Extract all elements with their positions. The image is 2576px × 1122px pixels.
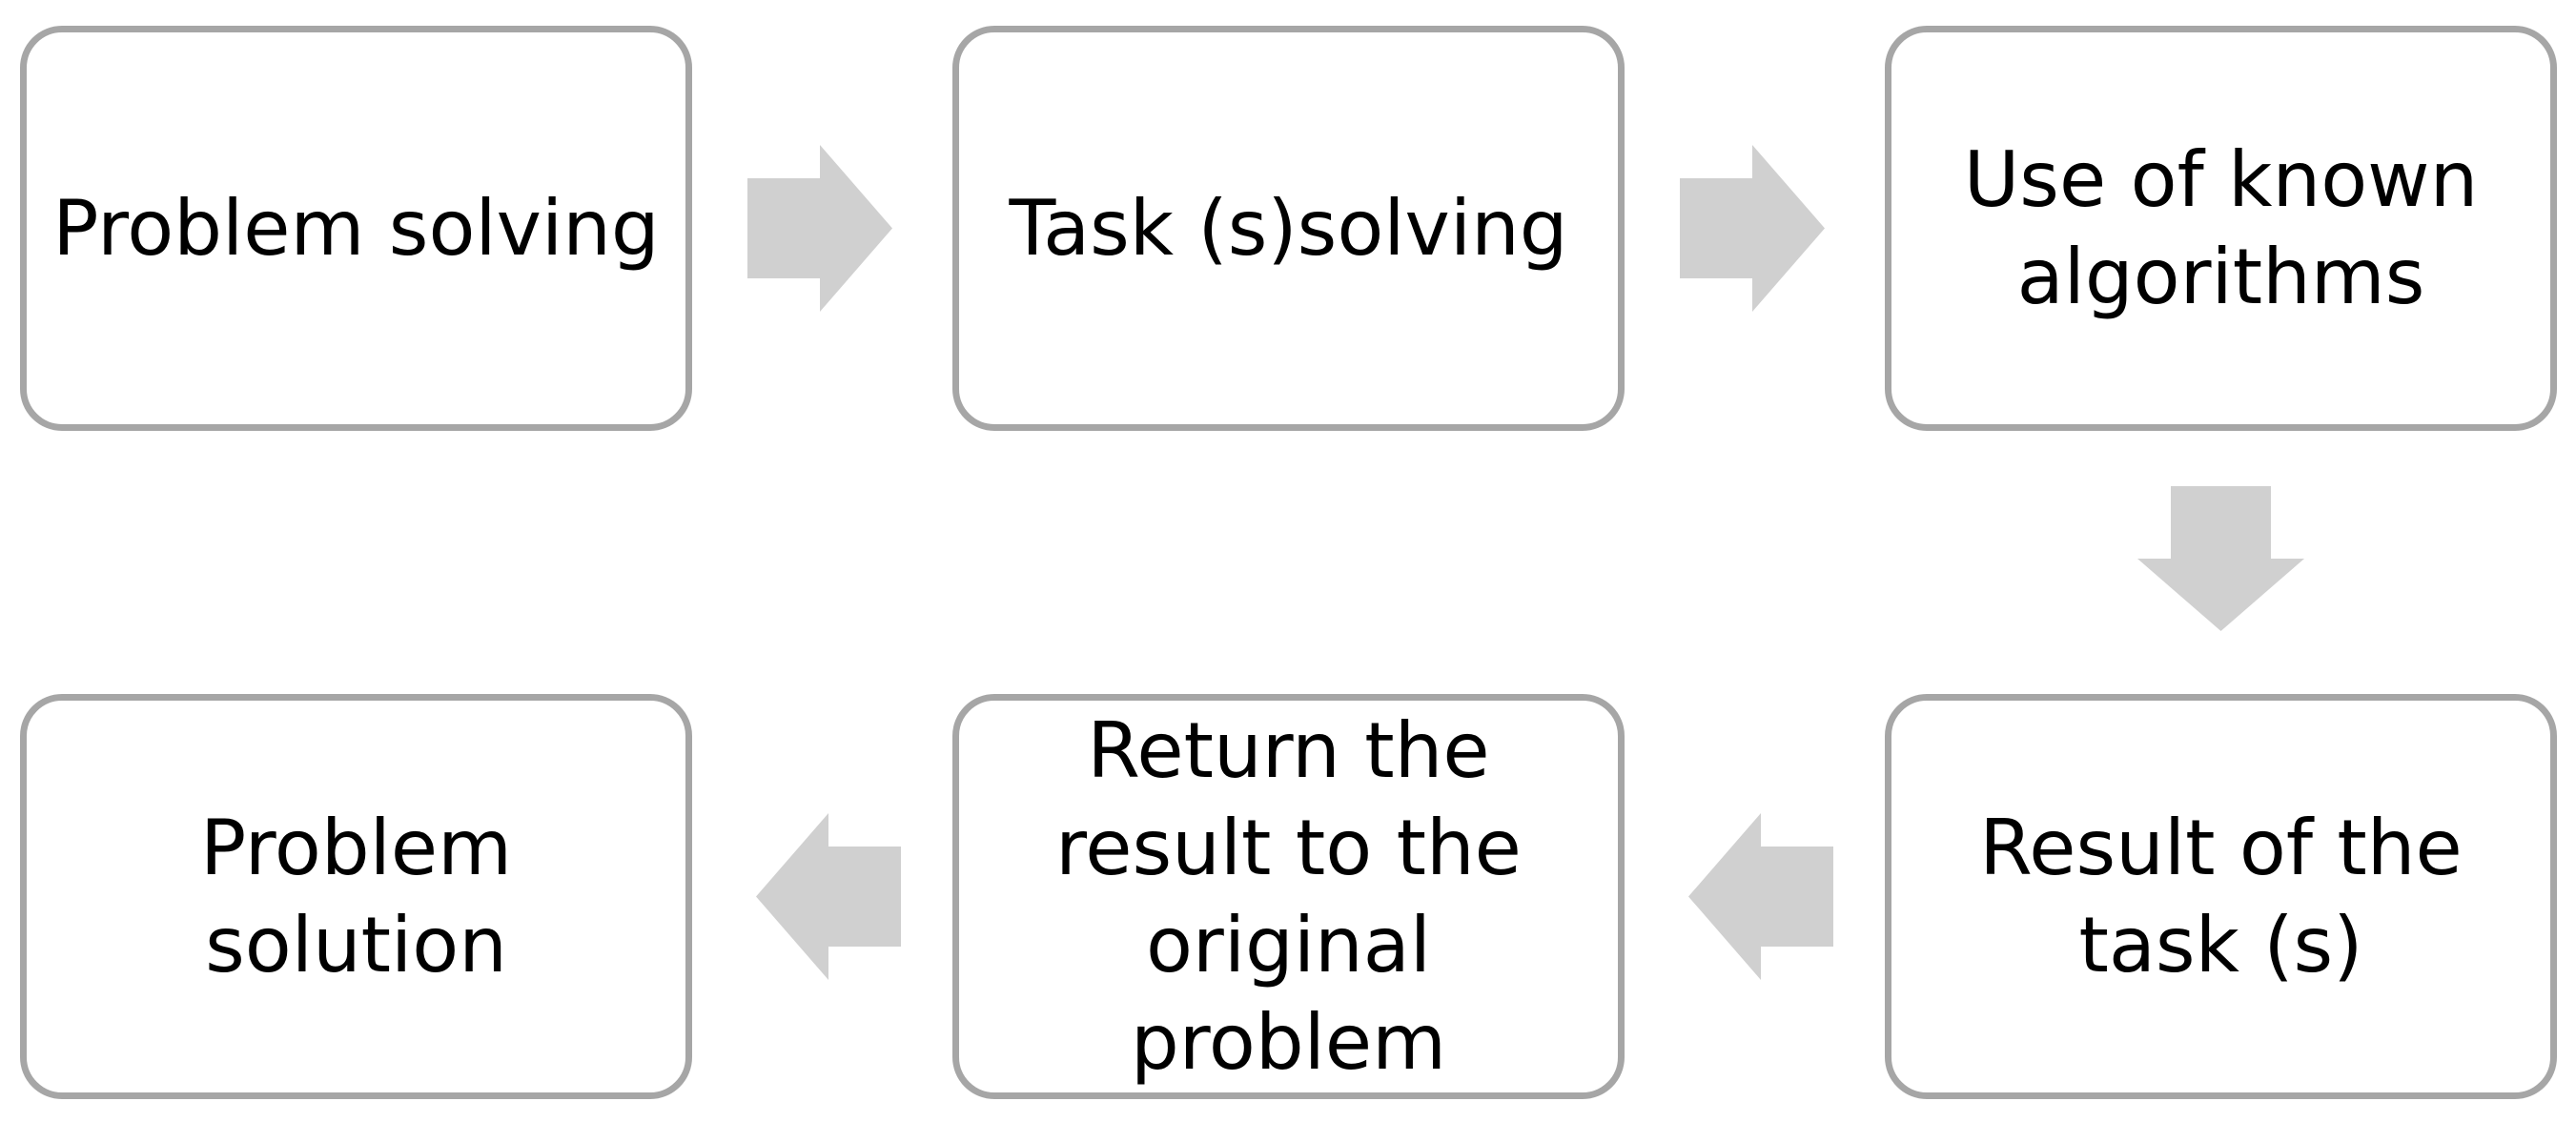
arrow-left-icon: [756, 813, 901, 980]
node-label: Use of known algorithms: [1963, 134, 2479, 321]
node-label: Return the result to the original proble…: [1055, 705, 1522, 1087]
node-label: Task (s)solving: [1009, 183, 1568, 273]
node-label: Problem solving: [52, 183, 660, 273]
arrow-left-icon: [1688, 813, 1833, 980]
arrow-right-icon: [747, 145, 892, 312]
node-use-of-known-algorithms: Use of known algorithms: [1885, 26, 2557, 431]
node-task-solving: Task (s)solving: [952, 26, 1625, 431]
node-label: Result of the task (s): [1979, 803, 2463, 989]
arrow-down-icon: [2137, 486, 2304, 631]
node-problem-solution: Problem solution: [20, 694, 692, 1099]
node-problem-solving: Problem solving: [20, 26, 692, 431]
node-return-result-to-original-problem: Return the result to the original proble…: [952, 694, 1625, 1099]
arrow-right-icon: [1680, 145, 1825, 312]
node-result-of-the-task: Result of the task (s): [1885, 694, 2557, 1099]
node-label: Problem solution: [199, 803, 513, 989]
